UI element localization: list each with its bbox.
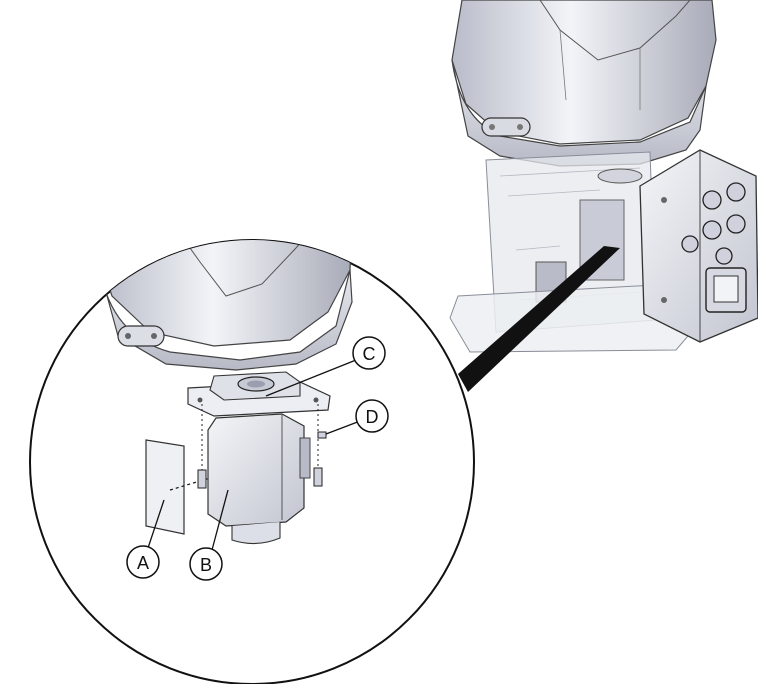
svg-text:B: B bbox=[200, 555, 212, 575]
robot-upper-arm bbox=[451, 0, 717, 145]
component-b bbox=[207, 413, 311, 545]
svg-text:A: A bbox=[137, 553, 149, 573]
callout-b: B bbox=[189, 547, 223, 581]
base-plate-badge bbox=[481, 117, 531, 137]
connector-box bbox=[639, 149, 758, 343]
panel-a bbox=[145, 439, 185, 535]
callout-a: A bbox=[126, 545, 160, 579]
detail-badge bbox=[117, 325, 165, 347]
svg-text:C: C bbox=[363, 344, 376, 364]
screws-d bbox=[197, 404, 327, 489]
zoom-leader bbox=[458, 246, 620, 392]
callout-d: D bbox=[355, 399, 389, 433]
callout-c: C bbox=[352, 336, 386, 370]
panel-a-alignment-line bbox=[169, 477, 211, 491]
connector-ports bbox=[681, 182, 746, 265]
robot-assembly-overview bbox=[449, 0, 758, 353]
flange-bracket-c bbox=[187, 371, 331, 417]
svg-text:D: D bbox=[366, 407, 379, 427]
